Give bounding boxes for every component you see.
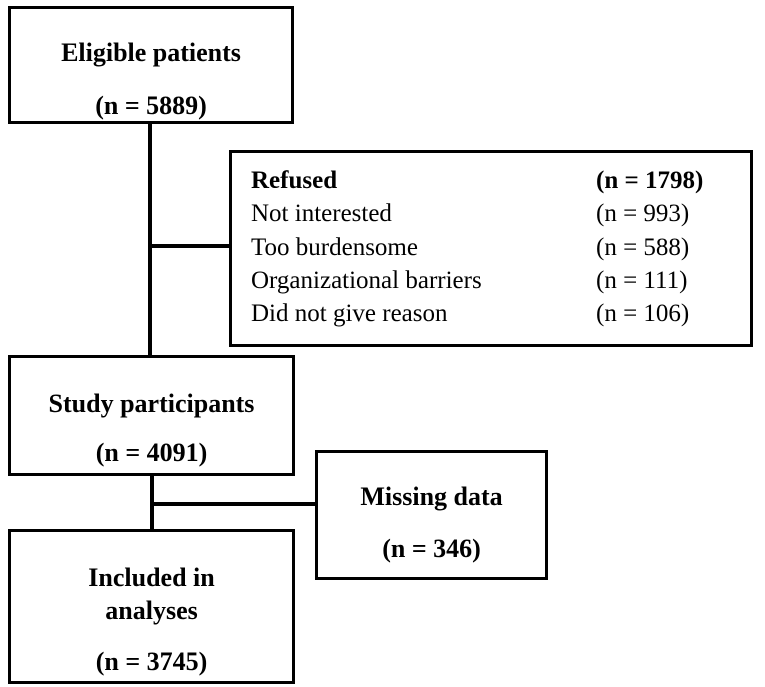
connector-to-refused [150,244,231,248]
eligible-patients-title: Eligible patients [61,38,241,67]
refused-box: Refused (n = 1798) Not interested (n = 9… [229,150,753,347]
eligible-patients-count: (n = 5889) [95,91,207,120]
study-participants-count: (n = 4091) [95,438,208,467]
reason-count: (n = 111) [596,267,688,294]
included-count: (n = 3745) [95,647,208,676]
reason-label: Organizational barriers [251,267,482,294]
reason-count: (n = 588) [596,234,690,261]
missing-data-title: Missing data [360,482,503,511]
refused-title: Refused [251,167,338,194]
reason-label: Did not give reason [251,300,448,327]
included-title-line1: Included in [88,563,215,592]
eligible-patients-box: Eligible patients (n = 5889) [8,6,294,124]
reason-count: (n = 993) [596,200,690,227]
refused-count: (n = 1798) [596,167,704,194]
included-box: Included in analyses (n = 3745) [8,529,295,684]
reason-count: (n = 106) [596,300,690,327]
study-participants-box: Study participants (n = 4091) [8,355,295,476]
study-participants-title: Study participants [48,389,255,418]
missing-data-box: Missing data (n = 346) [315,450,548,580]
connector-eligible-to-participants [148,123,152,356]
reason-label: Not interested [251,200,392,227]
reason-label: Too burdensome [251,234,418,261]
included-title-line2: analyses [105,596,198,625]
connector-to-missing [152,502,318,506]
missing-data-count: (n = 346) [382,534,481,563]
